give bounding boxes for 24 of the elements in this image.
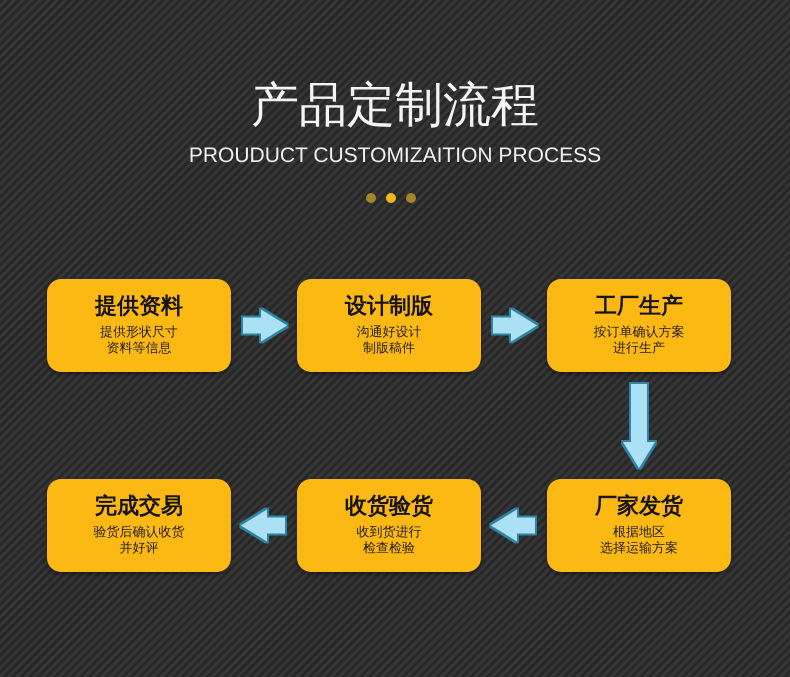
process-box (297, 479, 481, 572)
arrow (493, 310, 537, 342)
process-box (47, 479, 231, 572)
step-title: 提供资料 (95, 293, 183, 321)
subtitle: PROUDUCT CUSTOMIZAITION PROCESS (188, 143, 602, 169)
process-box (547, 279, 731, 372)
step-description: 根据地区选择运输方案 (600, 525, 678, 557)
process-box (47, 279, 231, 372)
step-description: 沟通好设计制版稿件 (356, 325, 422, 357)
step-description: 收到货进行检查检验 (356, 525, 422, 557)
step-title: 工厂生产 (595, 293, 683, 321)
process-box (297, 279, 481, 372)
process-box (547, 479, 731, 572)
step-description: 验货后确认收货并好评 (94, 525, 184, 557)
step-title: 收货验货 (345, 493, 433, 521)
title: 产品定制流程 (251, 76, 539, 134)
arrow (241, 510, 285, 542)
step-title: 设计制版 (345, 293, 433, 321)
step-title: 厂家发货 (595, 493, 683, 521)
step-title: 完成交易 (95, 493, 183, 521)
arrow (243, 310, 287, 342)
arrow (491, 510, 535, 542)
step-description: 按订单确认方案进行生产 (594, 325, 684, 357)
step-description: 提供形状尺寸资料等信息 (100, 325, 178, 357)
